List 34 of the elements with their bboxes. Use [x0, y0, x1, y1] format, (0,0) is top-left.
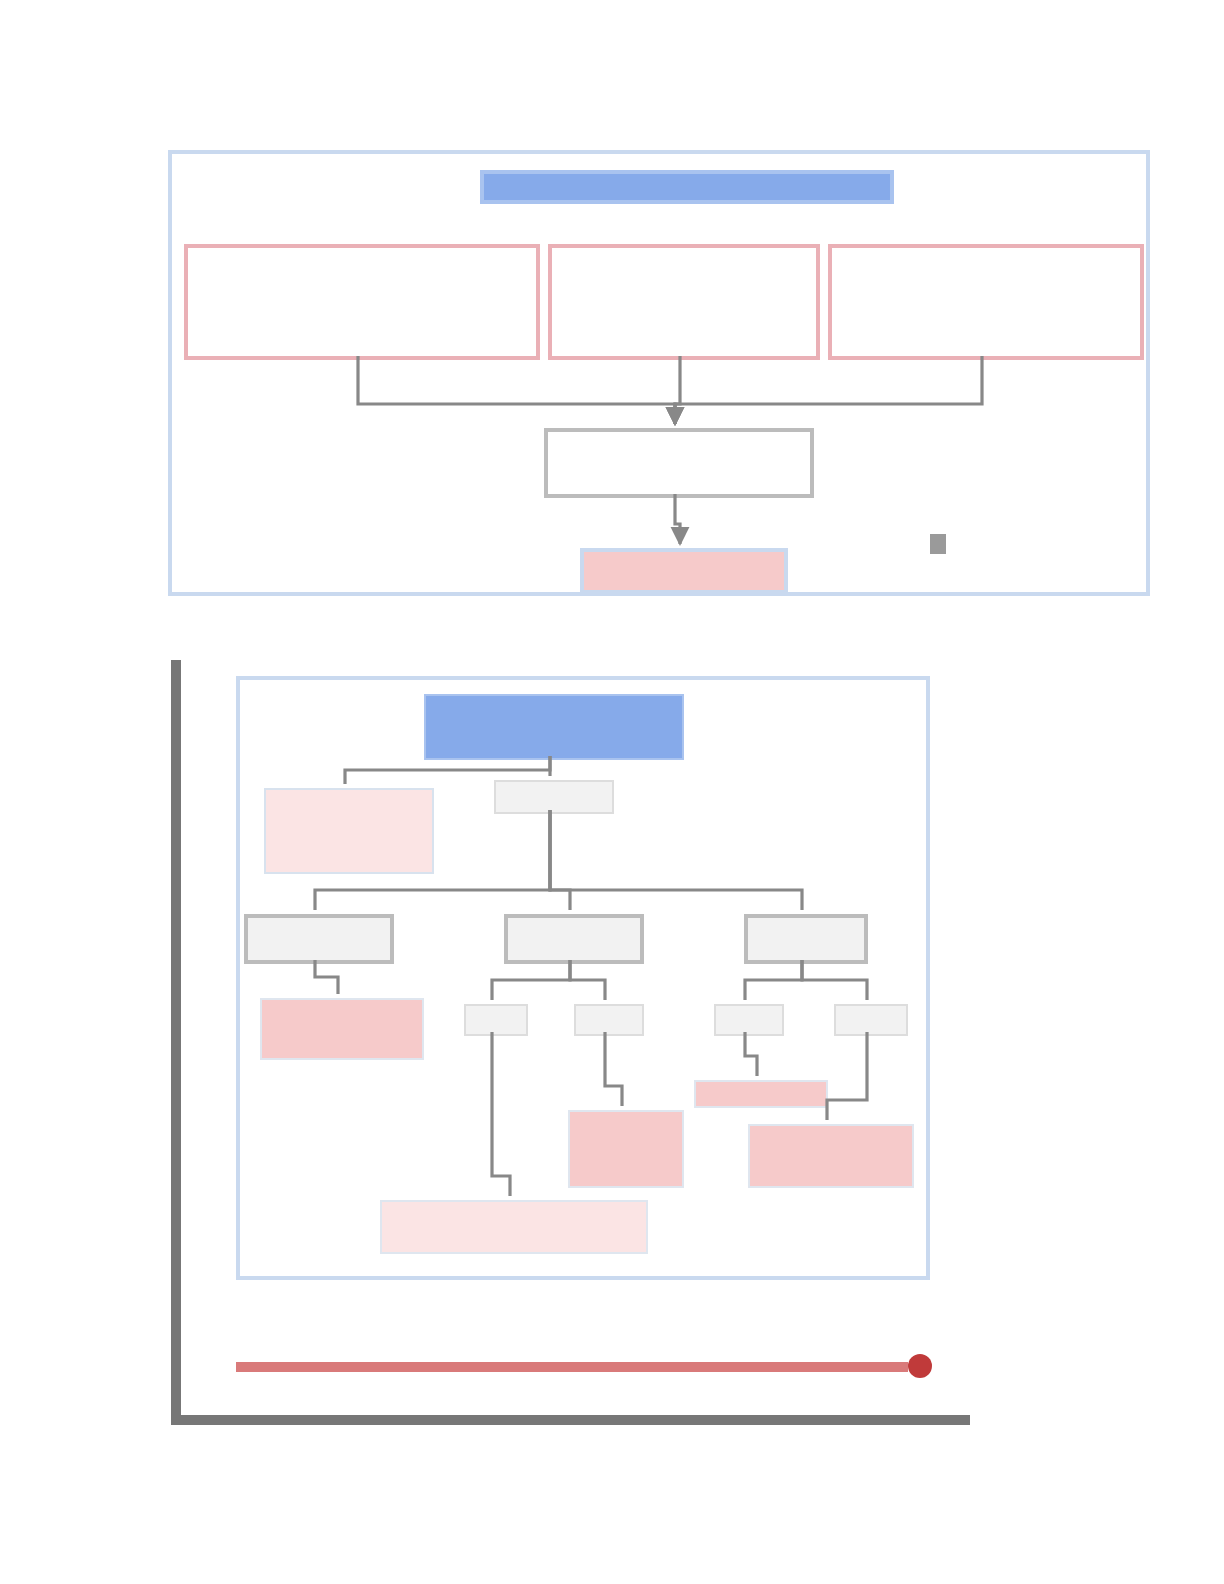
empty-box [236, 676, 930, 1280]
connector [800, 960, 869, 1000]
empty-box [424, 694, 684, 760]
empty-box [714, 1004, 784, 1036]
empty-box [544, 428, 814, 498]
empty-box [834, 1004, 908, 1036]
connector [670, 494, 690, 546]
empty-box [744, 914, 868, 964]
empty-box [464, 1004, 528, 1036]
connector [548, 756, 552, 776]
empty-box [494, 780, 614, 814]
empty-box [184, 244, 540, 360]
empty-box [574, 1004, 644, 1036]
empty-box [580, 548, 788, 594]
empty-box [694, 1080, 828, 1108]
empty-box [380, 1200, 648, 1254]
empty-box [504, 914, 644, 964]
empty-box [260, 998, 424, 1060]
empty-box [480, 170, 894, 204]
connector [490, 1032, 512, 1196]
empty-box [568, 1110, 684, 1188]
empty-box [244, 914, 394, 964]
connector [568, 960, 607, 1000]
empty-box [264, 788, 434, 874]
empty-box [828, 244, 1144, 360]
connector [548, 810, 804, 910]
connector [313, 960, 340, 994]
connector [603, 1032, 624, 1106]
empty-box [548, 244, 820, 360]
empty-box [168, 150, 1150, 596]
connector [665, 356, 984, 426]
empty-box [748, 1124, 914, 1188]
connector [743, 1032, 759, 1076]
connector [825, 1032, 869, 1120]
